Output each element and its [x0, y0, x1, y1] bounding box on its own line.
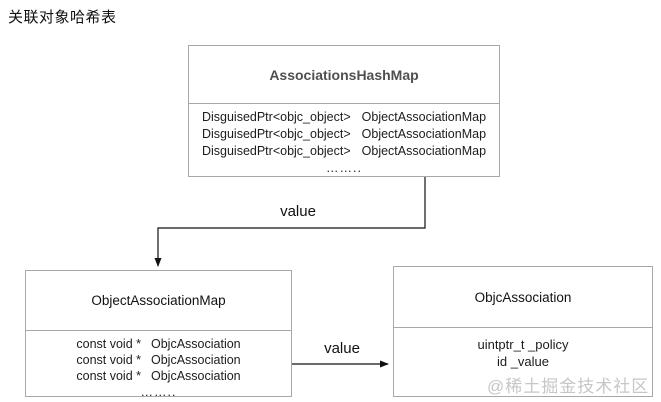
box-objc-association-title: ObjcAssociation	[394, 267, 652, 328]
field-policy: uintptr_t _policy	[477, 337, 569, 352]
row-key: DisguisedPtr<objc_object>	[201, 144, 351, 158]
row-value: ObjectAssociationMap	[361, 144, 487, 158]
edge-label-value-1: value	[280, 203, 316, 220]
table-row: uintptr_t _policy	[394, 336, 652, 353]
box-objc-association: ObjcAssociation uintptr_t _policy id _va…	[393, 266, 653, 397]
row-value: ObjectAssociationMap	[361, 127, 487, 141]
ellipsis-row: ……..	[140, 385, 177, 399]
box-object-association-map-title: ObjectAssociationMap	[26, 271, 291, 331]
table-row: const void * ObjcAssociation	[26, 336, 291, 352]
edge-hashmap-to-assocmap	[154, 177, 426, 267]
box-associations-hashmap-title: AssociationsHashMap	[189, 46, 499, 104]
row-value: ObjcAssociation	[151, 369, 241, 383]
field-value: id _value	[496, 354, 550, 369]
box-associations-hashmap-body: DisguisedPtr<objc_object> ObjectAssociat…	[189, 104, 499, 177]
box-objc-association-body: uintptr_t _policy id _value	[394, 328, 652, 370]
table-row: DisguisedPtr<objc_object> ObjectAssociat…	[189, 109, 499, 126]
table-row: DisguisedPtr<objc_object> ObjectAssociat…	[189, 126, 499, 143]
table-row: id _value	[394, 353, 652, 370]
table-row: const void * ObjcAssociation	[26, 352, 291, 368]
row-value: ObjectAssociationMap	[361, 110, 487, 124]
row-key: const void *	[76, 337, 141, 351]
table-row: DisguisedPtr<objc_object> ObjectAssociat…	[189, 143, 499, 160]
row-key: const void *	[76, 353, 141, 367]
row-key: const void *	[76, 369, 141, 383]
box-object-association-map: ObjectAssociationMap const void * ObjcAs…	[25, 270, 292, 400]
ellipsis-row: ……..	[326, 161, 362, 175]
row-value: ObjcAssociation	[151, 353, 241, 367]
row-key: DisguisedPtr<objc_object>	[201, 110, 351, 124]
row-key: DisguisedPtr<objc_object>	[201, 127, 351, 141]
box-object-association-map-body: const void * ObjcAssociation const void …	[26, 331, 291, 400]
page-title: 关联对象哈希表	[8, 9, 117, 26]
row-value: ObjcAssociation	[151, 337, 241, 351]
box-associations-hashmap: AssociationsHashMap DisguisedPtr<objc_ob…	[188, 45, 500, 177]
edge-label-value-2: value	[324, 340, 360, 357]
watermark: @稀土掘金技术社区	[487, 377, 650, 396]
table-row: const void * ObjcAssociation	[26, 368, 291, 384]
